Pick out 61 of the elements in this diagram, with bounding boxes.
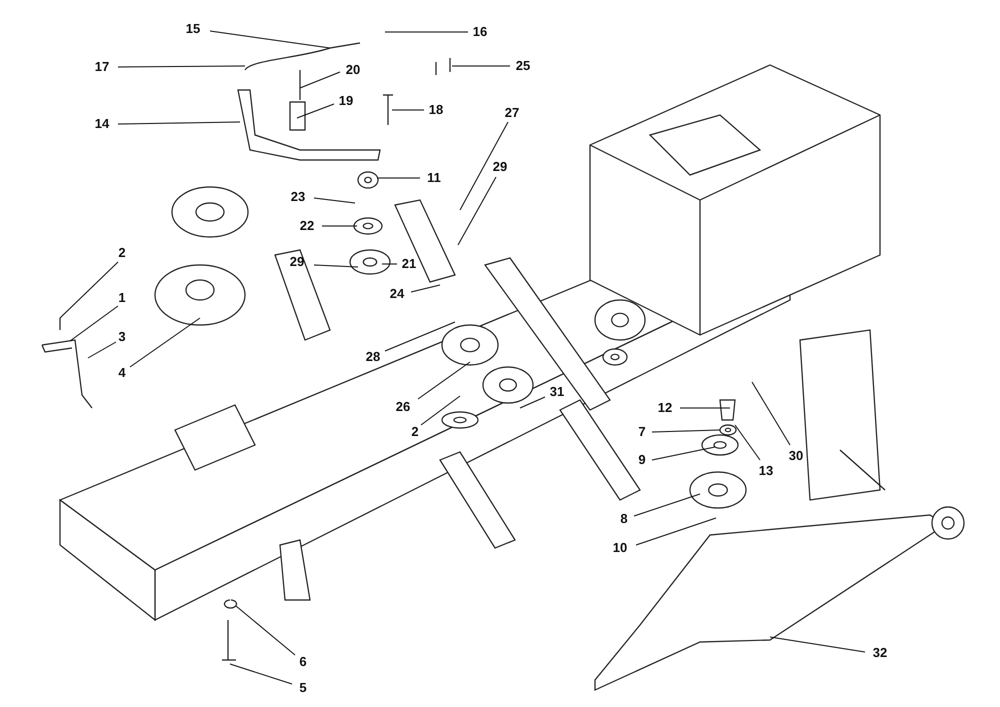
leader-line (420, 396, 460, 426)
callout-number: 8 (619, 512, 629, 526)
leader-line (314, 264, 358, 268)
callout-number: 23 (290, 190, 306, 204)
callout-number: 1 (117, 291, 127, 305)
callout-number: 12 (656, 401, 674, 415)
leader-line (636, 518, 716, 546)
callout-number: 21 (400, 257, 418, 271)
callout-number: 17 (94, 60, 110, 74)
callout-number: 5 (298, 681, 308, 695)
callout-number: 27 (504, 106, 520, 120)
callout-number: 9 (637, 453, 647, 467)
callout-number: 25 (514, 59, 532, 73)
callout-number: 2 (117, 246, 127, 260)
leader-line (118, 122, 240, 124)
callout-number: 2 (410, 425, 420, 439)
leader-line (520, 396, 546, 408)
callout-number: 7 (637, 425, 647, 439)
callout-number: 29 (492, 160, 508, 174)
callout-number: 22 (298, 219, 316, 233)
callout-number: 16 (472, 25, 488, 39)
callout-number: 30 (788, 449, 804, 463)
leader-line (230, 664, 292, 684)
leader-line (314, 198, 356, 204)
callout-number: 13 (758, 464, 774, 478)
callout-number: 28 (364, 350, 382, 364)
leader-line (418, 362, 470, 400)
leader-line (770, 636, 866, 652)
callout-number: 14 (94, 117, 110, 131)
leader-line (118, 66, 246, 68)
leader-line (652, 430, 720, 432)
leader-line (60, 262, 118, 318)
callout-number: 32 (872, 646, 888, 660)
leader-line (458, 176, 496, 246)
callout-number: 31 (548, 385, 566, 399)
leader-line (296, 104, 334, 118)
leader-line (410, 284, 440, 292)
leader-line (752, 382, 790, 446)
leader-line (634, 494, 700, 516)
leader-line (236, 606, 296, 656)
leader-line (384, 322, 456, 352)
leader-line (70, 306, 118, 342)
callout-number: 18 (428, 103, 444, 117)
callout-number: 4 (117, 366, 127, 380)
callout-number: 24 (388, 287, 406, 301)
callout-number: 15 (184, 22, 202, 36)
leader-line (460, 122, 508, 210)
leader-line (652, 446, 716, 460)
callout-number: 20 (344, 63, 362, 77)
callout-number: 11 (426, 171, 442, 185)
callout-number: 10 (612, 541, 628, 555)
callout-number: 3 (117, 330, 127, 344)
callout-number: 26 (394, 400, 412, 414)
leader-line (88, 342, 116, 358)
callout-number: 19 (338, 94, 354, 108)
leader-line (734, 424, 760, 460)
callout-number: 29 (288, 255, 306, 269)
callout-number: 6 (298, 655, 308, 669)
leader-line (300, 72, 340, 88)
leader-line (130, 318, 200, 368)
leader-line (210, 30, 330, 48)
